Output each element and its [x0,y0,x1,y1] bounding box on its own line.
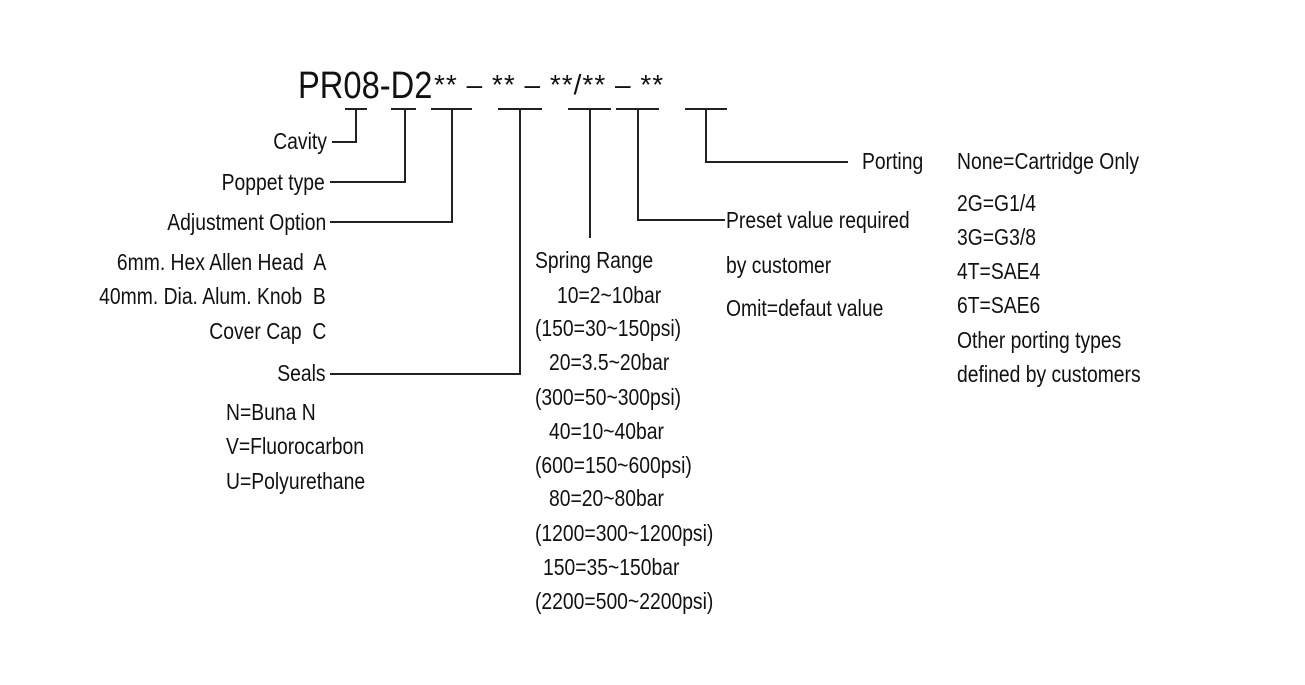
seals-label: Seals [277,360,326,386]
porting-option: None=Cartridge Only [957,148,1140,174]
seal-option: N=Buna N [226,399,316,425]
porting-option: 6T=SAE6 [957,292,1041,318]
cavity-leader [332,109,357,143]
preset-leader [637,109,725,221]
seals-leader [330,109,521,375]
seal-option: U=Polyurethane [226,468,366,494]
adjustment-option: 6mm. Hex Allen Head A [116,249,326,275]
adjustment-option: 40mm. Dia. Alum. Knob B [99,283,326,309]
cavity-label: Cavity [273,128,327,154]
porting-option: 4T=SAE4 [957,258,1041,284]
porting-option: defined by customers [957,361,1141,387]
porting-option: 2G=G1/4 [957,190,1036,216]
adjustment-option: Cover Cap C [208,318,326,344]
spring-option: 10=2~10bar [557,282,662,308]
poppet-label: Poppet type [221,169,325,195]
porting-option: Other porting types [957,327,1122,353]
spring-label: Spring Range [535,247,654,273]
code-pattern: ** – ** – **/** – ** [434,69,665,100]
preset-omit: Omit=defaut value [726,295,884,321]
preset-label: Preset value required [726,207,910,233]
seal-option: V=Fluorocarbon [226,433,365,459]
spring-option: (300=50~300psi) [535,384,682,410]
spring-option: 150=35~150bar [543,554,680,580]
spring-option: 80=20~80bar [549,485,664,511]
model-prefix: PR08-D2 [298,65,433,107]
spring-option: (600=150~600psi) [535,452,692,478]
preset-label: by customer [726,252,832,278]
poppet-leader [330,109,406,183]
porting-label: Porting [862,148,924,174]
spring-option: (150=30~150psi) [535,315,682,341]
porting-option: 3G=G3/8 [957,224,1036,250]
spring-option: (2200=500~2200psi) [535,588,714,614]
adjustment-label: Adjustment Option [167,209,326,235]
porting-leader [705,109,848,163]
spring-option: (1200=300~1200psi) [535,520,714,546]
adjustment-leader [330,109,453,223]
spring-option: 40=10~40bar [549,418,664,444]
spring-option: 20=3.5~20bar [549,349,670,375]
